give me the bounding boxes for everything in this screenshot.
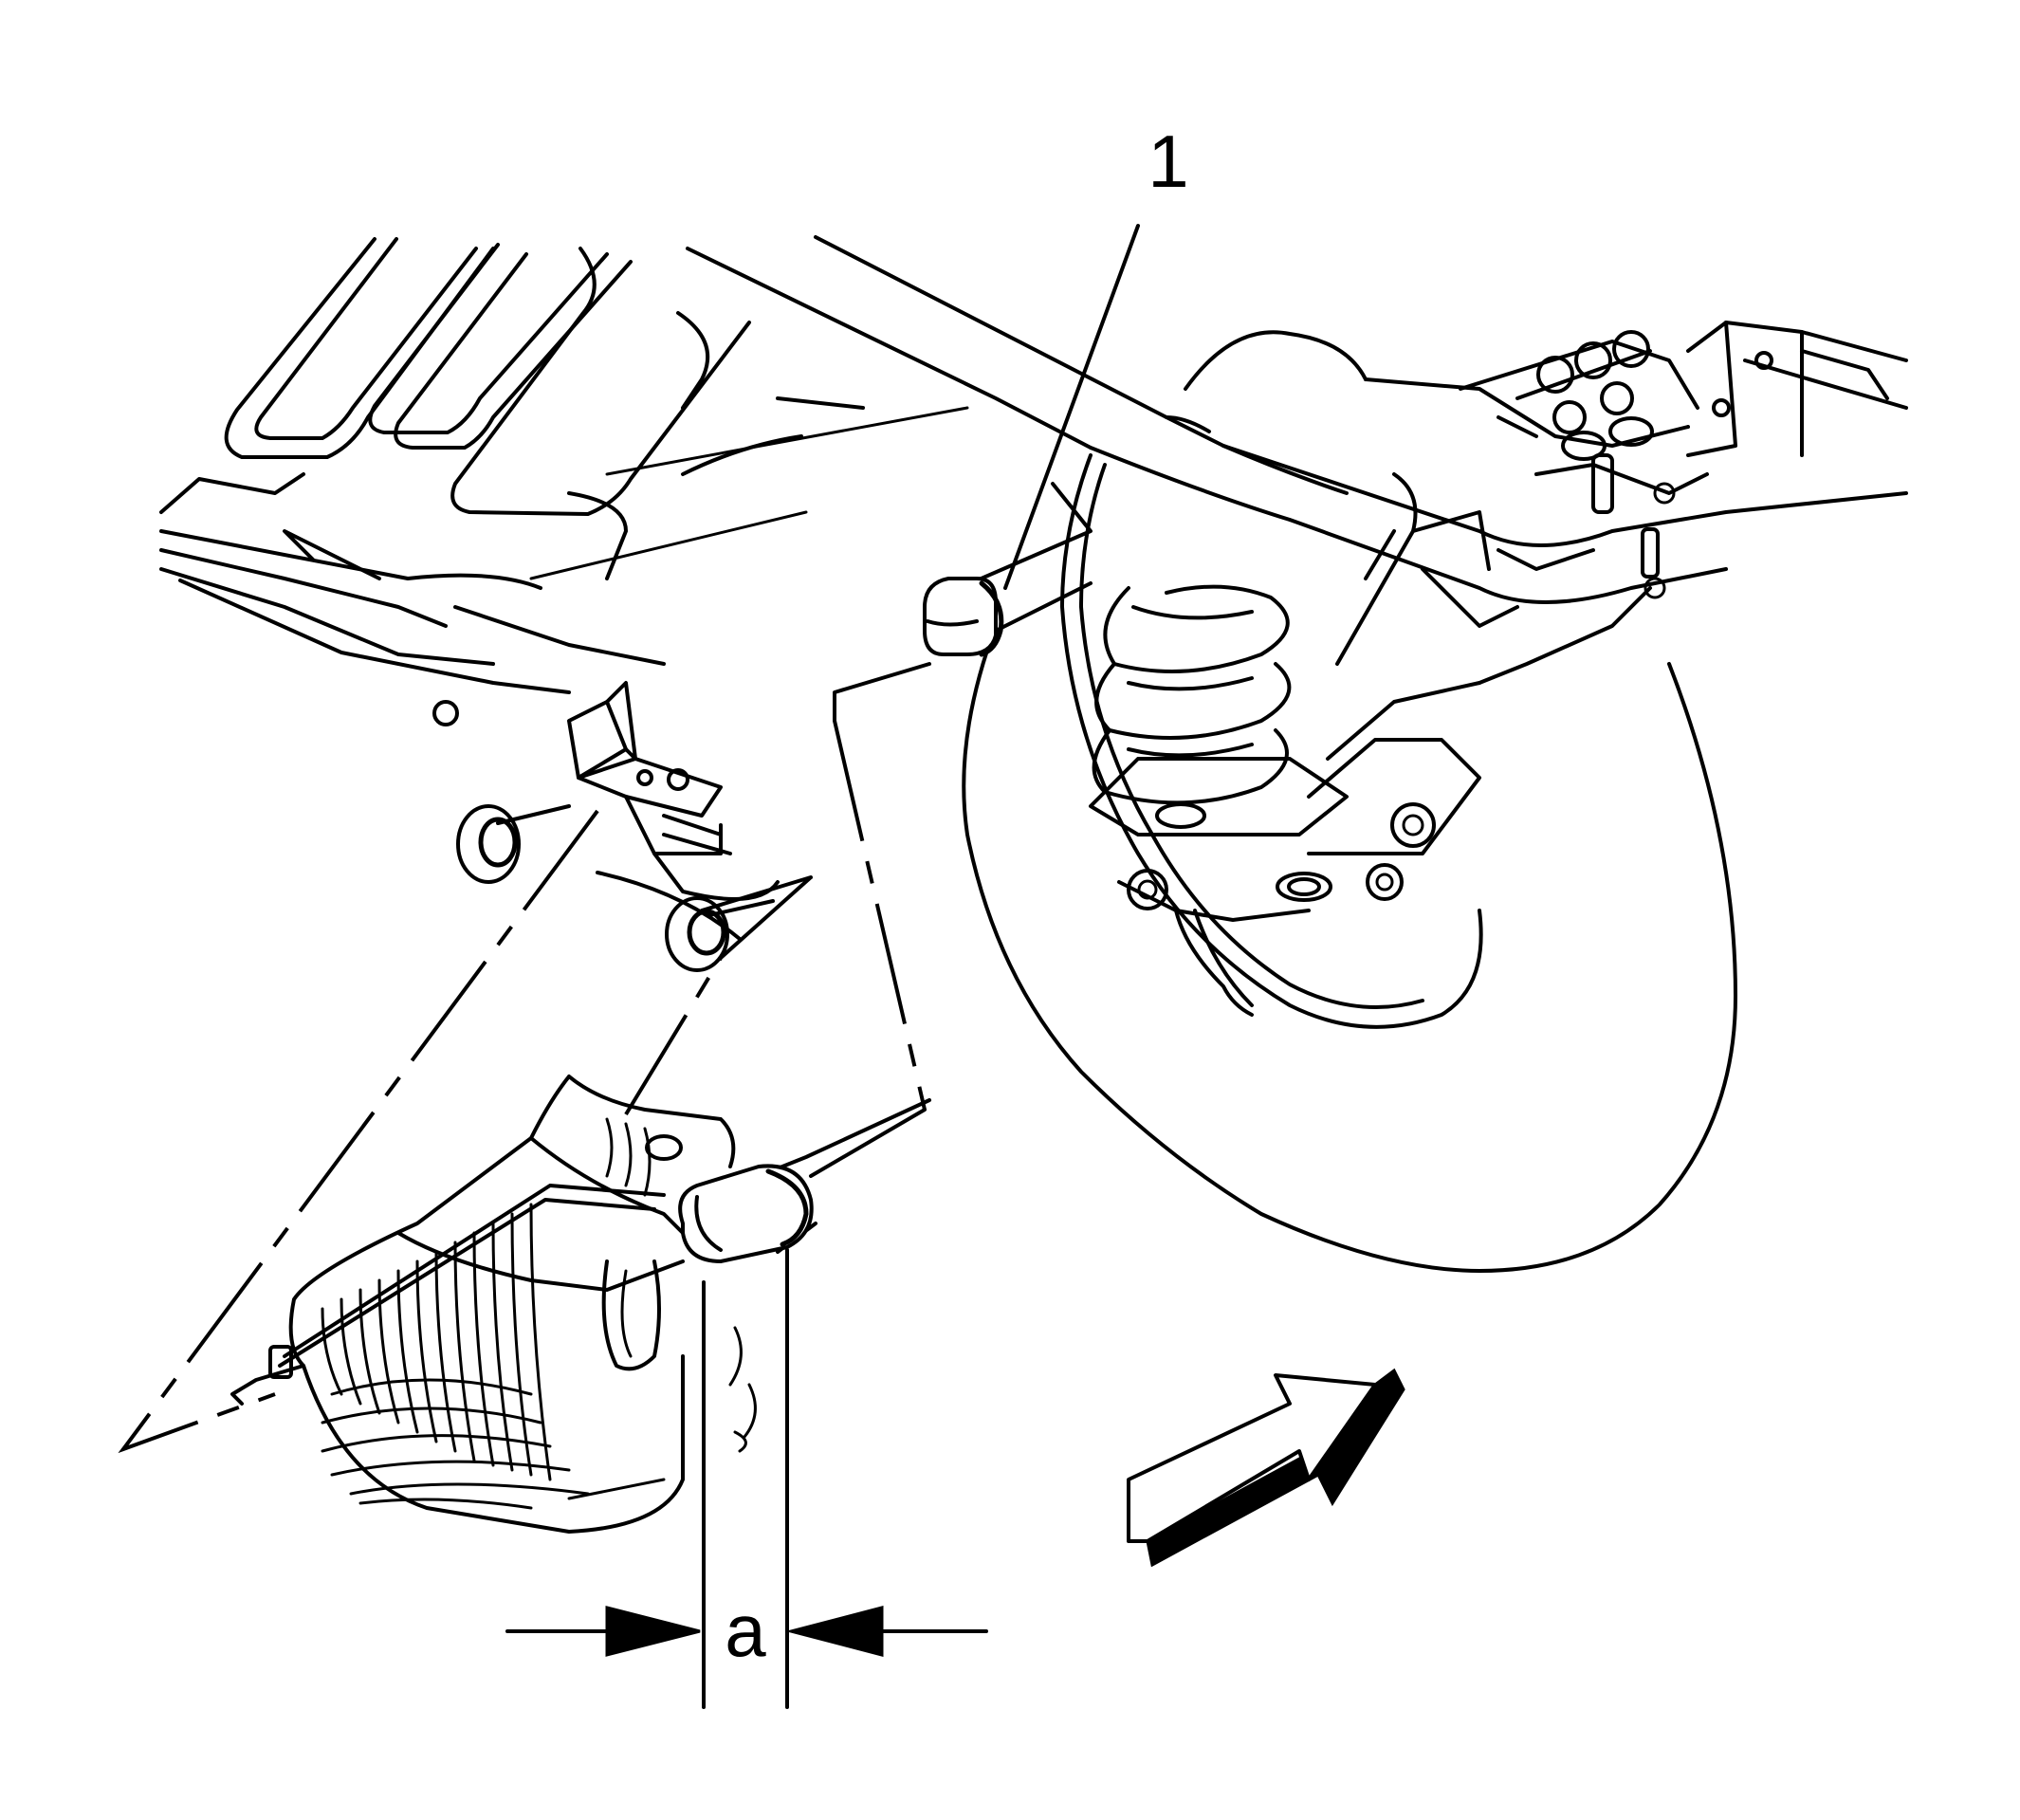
callout-1-label: 1 [1148,119,1188,203]
dimension-a-label: a [725,1589,766,1672]
dimension-a [505,1248,988,1709]
rear-axle-beam [686,235,1349,522]
muffler-hanger-bracket [456,681,780,972]
coil-spring-suspension [1089,472,1652,1017]
underbody-floor-pan [159,237,969,726]
muffler [230,1075,736,1534]
view-direction-arrow [1127,1368,1405,1568]
rear-crossmember [1221,321,1908,604]
exhaust-tailpipe-lower [678,1098,931,1263]
leader-lines [118,224,1140,1454]
exhaust-tailpipe-upper [923,482,1093,657]
